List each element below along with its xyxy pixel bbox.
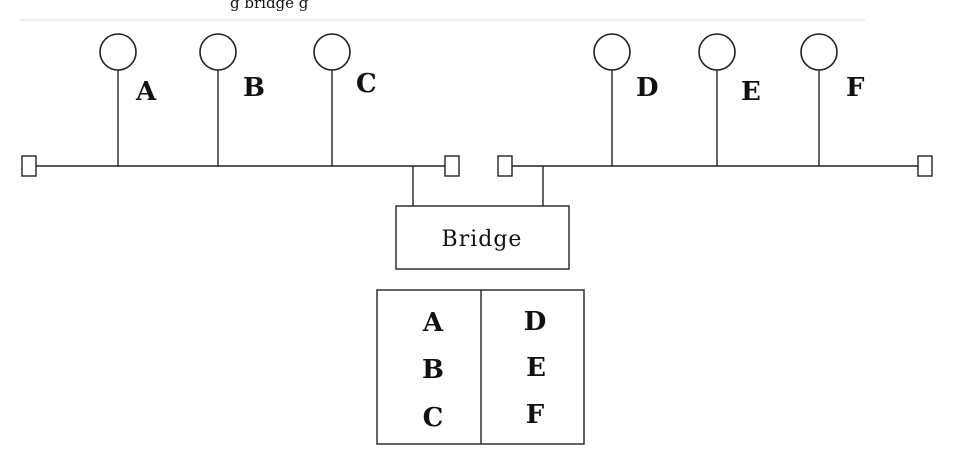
right-terminator-end <box>917 155 933 177</box>
station-a-node <box>99 33 137 71</box>
table-left-entry-b: B <box>422 355 444 385</box>
station-d: D <box>593 33 659 166</box>
left-terminator-start <box>21 155 37 177</box>
station-c-label: C <box>356 69 377 99</box>
station-c-node <box>313 33 351 71</box>
bridge-label: Bridge <box>442 227 523 252</box>
station-e: E <box>698 33 761 166</box>
station-b-label: B <box>243 73 265 103</box>
table-left-entry-a: A <box>422 308 444 338</box>
table-left-entry-c: C <box>423 403 444 433</box>
station-d-node <box>593 33 631 71</box>
bridge-box <box>395 205 570 270</box>
station-e-node <box>698 33 736 71</box>
right-terminator-start <box>497 155 513 177</box>
table-right-entry-f: F <box>526 400 545 430</box>
station-f-node <box>800 33 838 71</box>
station-f: F <box>800 33 865 166</box>
left-terminator-end <box>444 155 460 177</box>
station-b-node <box>199 33 237 71</box>
bridge: Bridge <box>395 166 570 270</box>
cropped-caption: g bridge g <box>230 0 309 12</box>
table-right-entry-e: E <box>526 353 546 383</box>
station-a-label: A <box>135 77 157 107</box>
table-right-entry-d: D <box>524 307 547 337</box>
station-a: A <box>99 33 157 166</box>
station-b: B <box>199 33 265 166</box>
station-f-label: F <box>846 73 865 103</box>
station-d-label: D <box>636 73 659 103</box>
station-c: C <box>313 33 377 166</box>
station-e-label: E <box>741 77 761 107</box>
right-lan-segment: D E F <box>497 33 933 177</box>
bridge-table: A B C D E F <box>376 289 585 445</box>
left-lan-segment: A B C <box>21 33 460 177</box>
